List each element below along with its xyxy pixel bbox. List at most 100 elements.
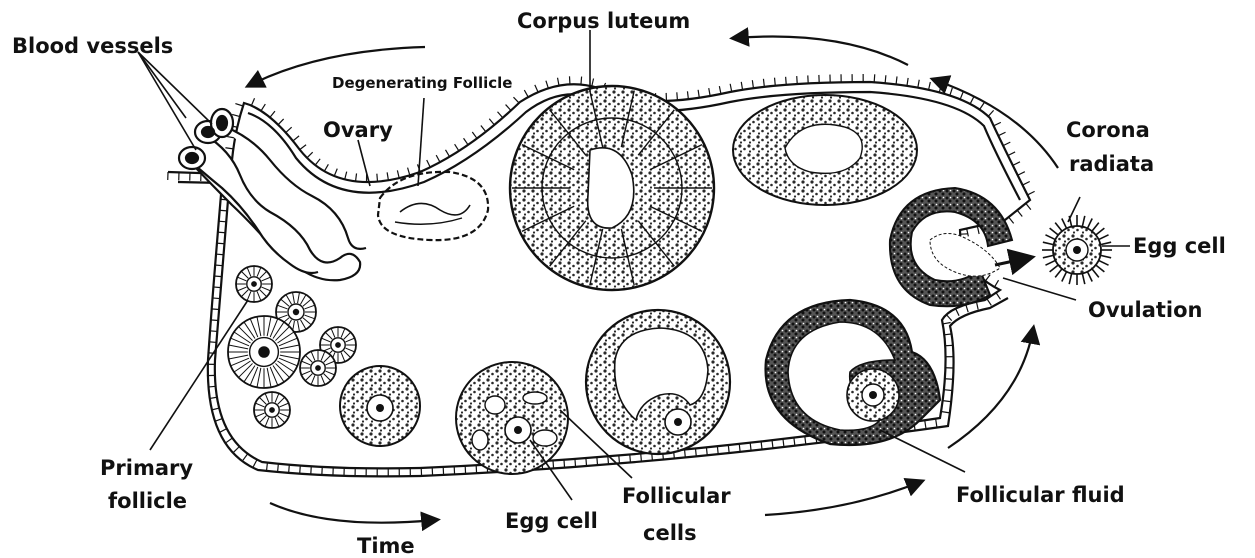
wall-cell-tick (907, 78, 908, 86)
wall-cell-tick (234, 446, 240, 452)
wall-cell-tick (918, 80, 919, 88)
wall-cell-tick (278, 464, 279, 472)
wall-cell-tick (980, 103, 984, 110)
wall-cell-tick (293, 136, 299, 141)
wall-cell-tick (445, 150, 449, 157)
wall-cell-tick (387, 172, 388, 180)
mature-follicle (766, 300, 940, 445)
wall-cell-tick (925, 420, 926, 428)
growing-follicle-medium (456, 362, 568, 474)
wall-cell-tick (214, 276, 222, 277)
wall-cell-tick (216, 254, 224, 255)
wall-cell-tick (752, 80, 753, 88)
wall-cell-tick (261, 104, 265, 111)
wall-cell-tick (677, 92, 678, 100)
wall-cell-tick (1018, 172, 1025, 176)
label-cells: cells (643, 521, 697, 545)
wall-cell-tick (996, 293, 1000, 300)
label-follicular-fluid: Follicular fluid (956, 483, 1125, 507)
wall-cell-tick (630, 455, 631, 463)
wall-cell-tick (564, 460, 565, 468)
label-egg-cell-bottom: Egg cell (505, 509, 598, 533)
wall-cell-tick (805, 436, 806, 444)
wall-cell-tick (750, 443, 751, 451)
wall-cell-tick (945, 379, 953, 380)
wall-cell-tick (786, 77, 787, 85)
label-ovary: Ovary (323, 118, 393, 142)
wall-cell-tick (896, 76, 897, 84)
wall-cell-tick (220, 429, 227, 433)
wall-cell-tick (324, 164, 328, 171)
wall-cell-tick (211, 309, 219, 310)
wall-cell-tick (472, 132, 477, 138)
wall-cell-tick (783, 439, 784, 447)
wall-cell-tick (592, 78, 594, 86)
label-time: Time (357, 534, 415, 558)
wall-cell-tick (772, 440, 773, 448)
wall-cell-tick (553, 460, 554, 468)
wall-cell-tick (315, 159, 320, 165)
wall-cell-tick (943, 323, 951, 324)
label-corona: Corona (1066, 118, 1150, 142)
wall-cell-tick (794, 438, 795, 446)
wall-cell-tick (524, 90, 528, 97)
regressing-follicle (733, 95, 917, 205)
wall-cell-tick (985, 275, 990, 281)
wall-cell-tick (286, 127, 292, 132)
wall-cell-tick (741, 82, 742, 90)
wall-cell-tick (210, 320, 218, 321)
wall-cell-tick (289, 465, 290, 473)
wall-cell-tick (619, 455, 620, 463)
wall-cell-tick (215, 265, 223, 266)
wall-cell-tick (976, 302, 978, 310)
wall-cell-tick (307, 152, 313, 158)
wall-cell-tick (300, 145, 306, 150)
wall-cell-tick (581, 77, 582, 85)
wall-cell-tick (586, 458, 587, 466)
wall-cell-tick (345, 172, 347, 180)
wall-cell-tick (944, 390, 952, 391)
wall-cell-tick (217, 243, 225, 244)
wall-cell-tick (212, 298, 220, 299)
wall-cell-tick (427, 160, 431, 167)
wall-cell-tick (970, 97, 974, 104)
wall-cell-tick (730, 84, 732, 92)
wall-cell-tick (219, 210, 227, 211)
wall-cell-tick (535, 85, 538, 92)
wall-cell-tick (218, 221, 226, 222)
label-radiata: radiata (1069, 152, 1154, 176)
wall-cell-tick (936, 419, 937, 427)
label-egg-cell-right: Egg cell (1133, 234, 1226, 258)
wall-cell-tick (685, 450, 686, 458)
wall-cell-tick (513, 97, 519, 103)
label-degenerating-follicle: Degenerating Follicle (332, 74, 512, 92)
wall-cell-tick (225, 148, 233, 149)
wall-cell-tick (998, 132, 1005, 135)
label-follicular: Follicular (622, 484, 731, 508)
wall-cell-tick (243, 454, 248, 460)
arrow-bottom-right (765, 482, 920, 515)
wall-cell-tick (253, 460, 257, 467)
ovulating-follicle (890, 188, 1012, 306)
wall-cell-tick (251, 98, 254, 105)
primary-follicle (254, 392, 290, 428)
wall-cell-tick (1023, 182, 1030, 186)
vesicular-follicle (586, 310, 730, 454)
wall-cell-tick (950, 88, 952, 96)
primary-follicle (236, 266, 272, 302)
primary-follicle (300, 350, 336, 386)
wall-cell-tick (761, 441, 762, 449)
wall-cell-tick (455, 144, 459, 151)
wall-cell-tick (929, 82, 931, 90)
wall-cell-tick (436, 155, 440, 162)
wall-cell-tick (739, 444, 740, 452)
label-follicle: follicle (108, 489, 187, 513)
wall-cell-tick (994, 122, 1001, 125)
wall-cell-tick (775, 78, 776, 86)
wall-cell-tick (941, 412, 949, 413)
wall-cell-tick (960, 92, 963, 99)
wall-cell-tick (1027, 191, 1034, 195)
arrow-top-middle (735, 37, 908, 65)
wall-cell-tick (717, 446, 718, 454)
